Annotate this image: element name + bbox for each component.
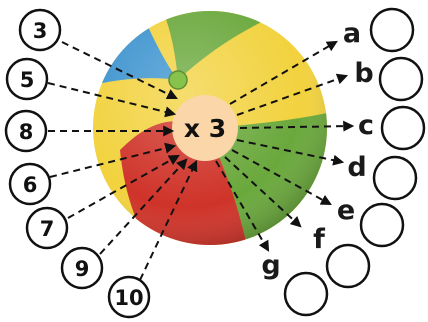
answer-circles bbox=[283, 7, 426, 317]
input-arrow-9 bbox=[99, 158, 188, 255]
output-letter-c: c bbox=[358, 110, 374, 141]
input-arrow-6 bbox=[49, 142, 177, 178]
output-letter-e: e bbox=[337, 195, 355, 226]
output-letter-b: b bbox=[354, 58, 373, 89]
output-arrow-c bbox=[239, 120, 355, 132]
output-letter-a: a bbox=[343, 18, 361, 49]
answer-circle-c[interactable] bbox=[380, 105, 426, 151]
output-arrow-f bbox=[224, 156, 302, 228]
answer-circle-a[interactable] bbox=[369, 7, 415, 53]
input-number: 10 bbox=[114, 286, 143, 310]
beach-ball: x 3 bbox=[93, 11, 327, 245]
input-number: 7 bbox=[40, 217, 55, 241]
output-letter-g: g bbox=[261, 250, 280, 281]
input-arrow-10 bbox=[139, 160, 198, 281]
output-arrow-g bbox=[215, 160, 270, 252]
answer-circle-b[interactable] bbox=[378, 56, 424, 102]
input-item-8: 8 bbox=[4, 109, 48, 153]
input-item-10: 10 bbox=[107, 275, 151, 319]
ball-top-cap bbox=[168, 70, 188, 90]
input-item-7: 7 bbox=[25, 206, 69, 250]
output-arrow-a bbox=[229, 40, 338, 105]
input-item-6: 6 bbox=[8, 162, 52, 206]
answer-circle-g[interactable] bbox=[283, 271, 329, 317]
answer-circle-f[interactable] bbox=[325, 243, 371, 289]
input-item-5: 5 bbox=[5, 57, 49, 101]
input-number: 9 bbox=[75, 257, 90, 281]
input-arrows bbox=[47, 41, 198, 281]
output-arrow-d bbox=[236, 139, 345, 166]
output-arrow-b bbox=[236, 73, 349, 116]
input-item-3: 3 bbox=[18, 8, 62, 52]
output-arrows bbox=[215, 40, 355, 252]
input-arrow-7 bbox=[67, 154, 180, 219]
output-arrow-e bbox=[231, 149, 332, 206]
input-number: 8 bbox=[19, 120, 34, 144]
input-number: 5 bbox=[20, 68, 35, 92]
output-letters: a b c d e f g bbox=[261, 18, 374, 281]
operation-label: x 3 bbox=[184, 114, 226, 143]
input-number: 6 bbox=[23, 173, 38, 197]
output-letter-f: f bbox=[313, 224, 325, 255]
input-arrow-3 bbox=[61, 41, 178, 100]
input-item-9: 9 bbox=[60, 246, 104, 290]
input-arrow-5 bbox=[47, 82, 177, 118]
input-circles: 3 5 8 6 7 9 10 bbox=[4, 8, 151, 319]
answer-circle-d[interactable] bbox=[372, 155, 418, 201]
output-letter-d: d bbox=[347, 152, 366, 183]
center-circle bbox=[172, 95, 238, 161]
input-number: 3 bbox=[33, 19, 48, 43]
answer-circle-e[interactable] bbox=[359, 202, 405, 248]
